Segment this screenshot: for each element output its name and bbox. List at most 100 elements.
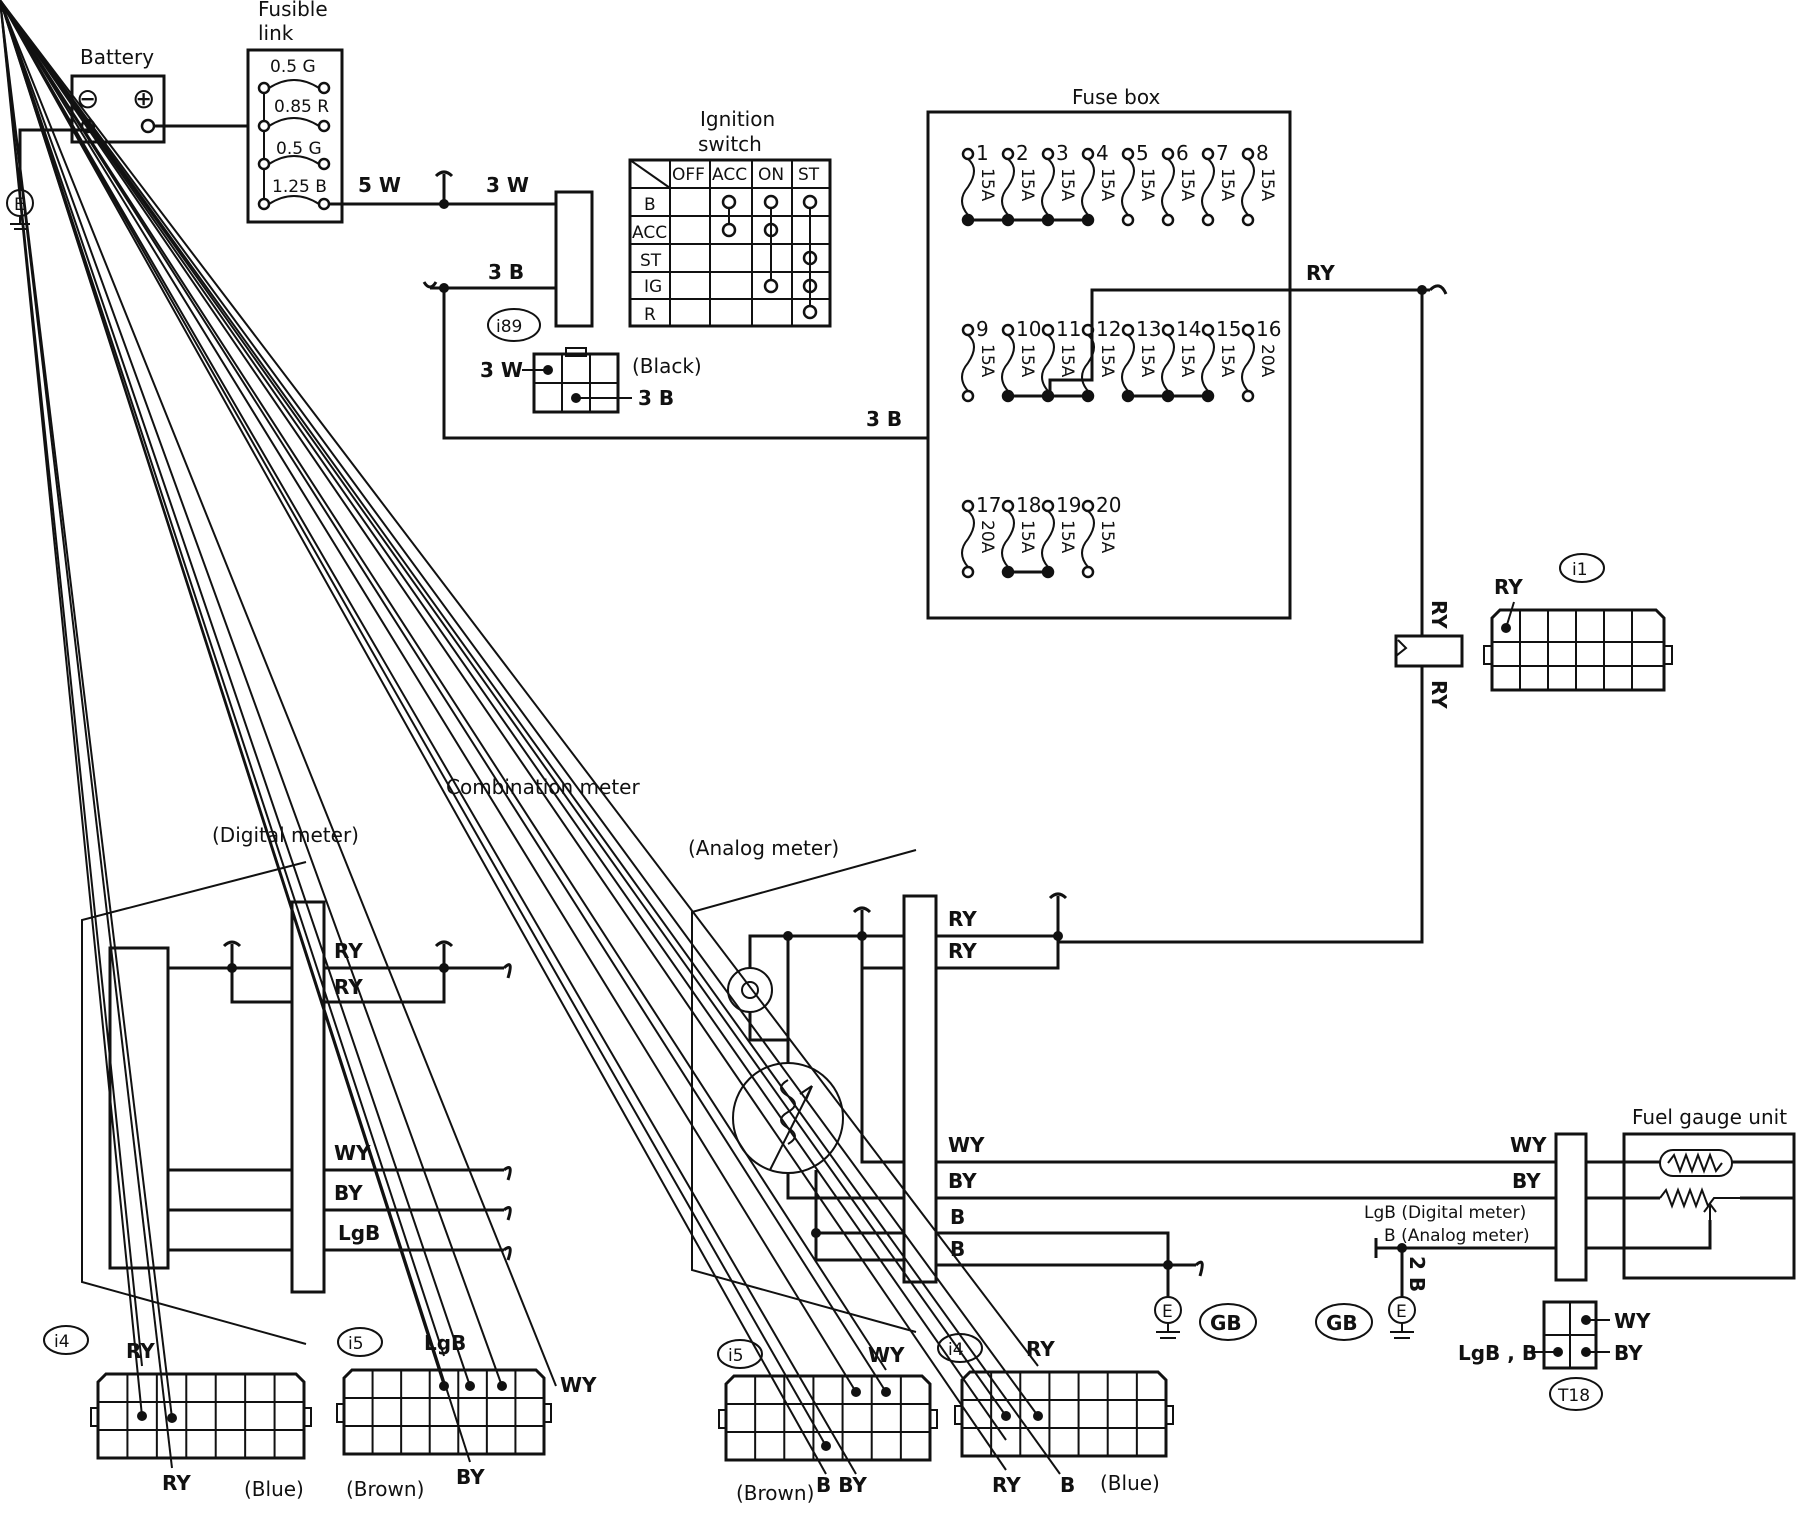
wire-label: 3 W [486,173,529,197]
fuse-rating: 15A [1217,168,1237,202]
svg-text:ACC: ACC [632,223,667,243]
wire-label: 3 B [866,407,902,431]
svg-text:B: B [950,1237,965,1261]
fuse-rating: 20A [1257,344,1277,378]
fuse-number: 18 [1016,493,1041,517]
fuse-rating: 15A [1057,344,1077,378]
svg-text:E: E [14,195,25,215]
fuse-number: 14 [1176,317,1201,341]
svg-text:WY: WY [1614,1309,1651,1333]
svg-text:RY: RY [334,939,363,963]
svg-text:E: E [1396,1302,1407,1322]
fuse-number: 4 [1096,141,1109,165]
fuse-number: 5 [1136,141,1149,165]
svg-text:B BY: B BY [816,1473,867,1497]
fuse-number: 15 [1216,317,1241,341]
svg-text:Fuel gauge unit: Fuel gauge unit [1632,1105,1787,1129]
fuse-number: 2 [1016,141,1029,165]
fuse-number: 9 [976,317,989,341]
fuse-number: 20 [1096,493,1121,517]
svg-text:link: link [258,21,294,45]
svg-text:i89: i89 [496,317,522,337]
svg-text:(Black): (Black) [632,354,702,378]
fuse-rating: 15A [1137,168,1157,202]
fuse-number: 17 [976,493,1001,517]
fuse-number: 12 [1096,317,1121,341]
svg-text:i4: i4 [948,1340,964,1360]
svg-text:B: B [644,195,656,215]
svg-text:(Brown): (Brown) [736,1481,814,1505]
svg-text:BY: BY [334,1181,363,1205]
svg-text:ACC: ACC [712,165,747,185]
svg-text:IG: IG [644,277,662,297]
svg-text:ST: ST [798,165,820,185]
svg-text:B: B [1060,1473,1075,1497]
svg-text:i5: i5 [348,1334,364,1354]
svg-text:0.85 R: 0.85 R [274,97,329,117]
connector-analog-i5: i5 WY B BY (Brown) [717,1339,905,1505]
fuse-box: Fuse box [926,85,1292,620]
svg-text:RY: RY [948,939,977,963]
wire-label: RY [1427,600,1451,629]
svg-text:i4: i4 [54,1332,70,1352]
svg-text:RY: RY [948,907,977,931]
svg-text:OFF: OFF [672,165,705,185]
battery-title: Battery [80,45,154,69]
svg-text:T18: T18 [1557,1386,1590,1406]
analog-meter: (Analog meter) RY RY WY BY [688,836,1556,1341]
svg-text:BY: BY [456,1465,485,1489]
fuse-rating: 15A [1137,344,1157,378]
fuse-rating: 15A [1017,344,1037,378]
svg-text:RY: RY [162,1471,191,1495]
svg-text:GB: GB [1210,1311,1242,1335]
svg-text:WY: WY [948,1133,985,1157]
connector-t18: WY BY LgB , B T18 [1458,1300,1651,1411]
svg-text:3 B: 3 B [638,386,674,410]
ignition-switch: Ignition switch OFF ACC ON ST B ACC ST I… [554,107,832,328]
svg-text:Fusible: Fusible [258,0,328,21]
svg-text:WY: WY [560,1373,597,1397]
fuse-number: 7 [1216,141,1229,165]
fuse-rating: 15A [1177,168,1197,202]
fuse-number: 19 [1056,493,1081,517]
svg-text:(Analog meter): (Analog meter) [688,836,839,860]
fusible-link: Fusible link 0.5 G 0.85 R 0.5 G 1.25 B [246,0,344,224]
svg-text:Fuse box: Fuse box [1072,85,1160,109]
fuse-rating: 15A [1057,520,1077,554]
wire-label: RY [1306,261,1335,285]
fuse-number: 3 [1056,141,1069,165]
svg-text:B: B [950,1205,965,1229]
fuse-rating: 15A [1177,344,1197,378]
fuse-rating: 15A [1097,344,1117,378]
battery: Battery ⊖ ⊕ [70,45,166,144]
wire-label: 3 B [488,260,524,284]
svg-text:(Blue): (Blue) [244,1477,304,1501]
connector-i1: i1 RY [1483,553,1673,692]
fuse-array: 115A215A315A415A515A615A715A815A915A1015… [961,141,1281,579]
svg-text:BY: BY [948,1169,977,1193]
svg-text:LgB , B: LgB , B [1458,1341,1537,1365]
connector-body-analog-i4 [0,0,1174,1475]
svg-text:i5: i5 [728,1346,744,1366]
svg-text:R: R [644,305,656,325]
svg-text:i1: i1 [1572,560,1588,580]
connector-body-digital-i5 [0,0,557,1463]
svg-text:(Blue): (Blue) [1100,1471,1160,1495]
fuse-rating: 15A [1097,168,1117,202]
fuse-rating: 15A [977,168,997,202]
fuse-rating: 15A [1217,344,1237,378]
battery-plus-icon: ⊕ [132,82,155,115]
fuse-rating: 15A [1057,168,1077,202]
fuse-number: 10 [1016,317,1041,341]
fuse-number: 1 [976,141,989,165]
connector-digital-i4: i4 RY RY (Blue) [43,1325,304,1501]
svg-text:WY: WY [868,1343,905,1367]
